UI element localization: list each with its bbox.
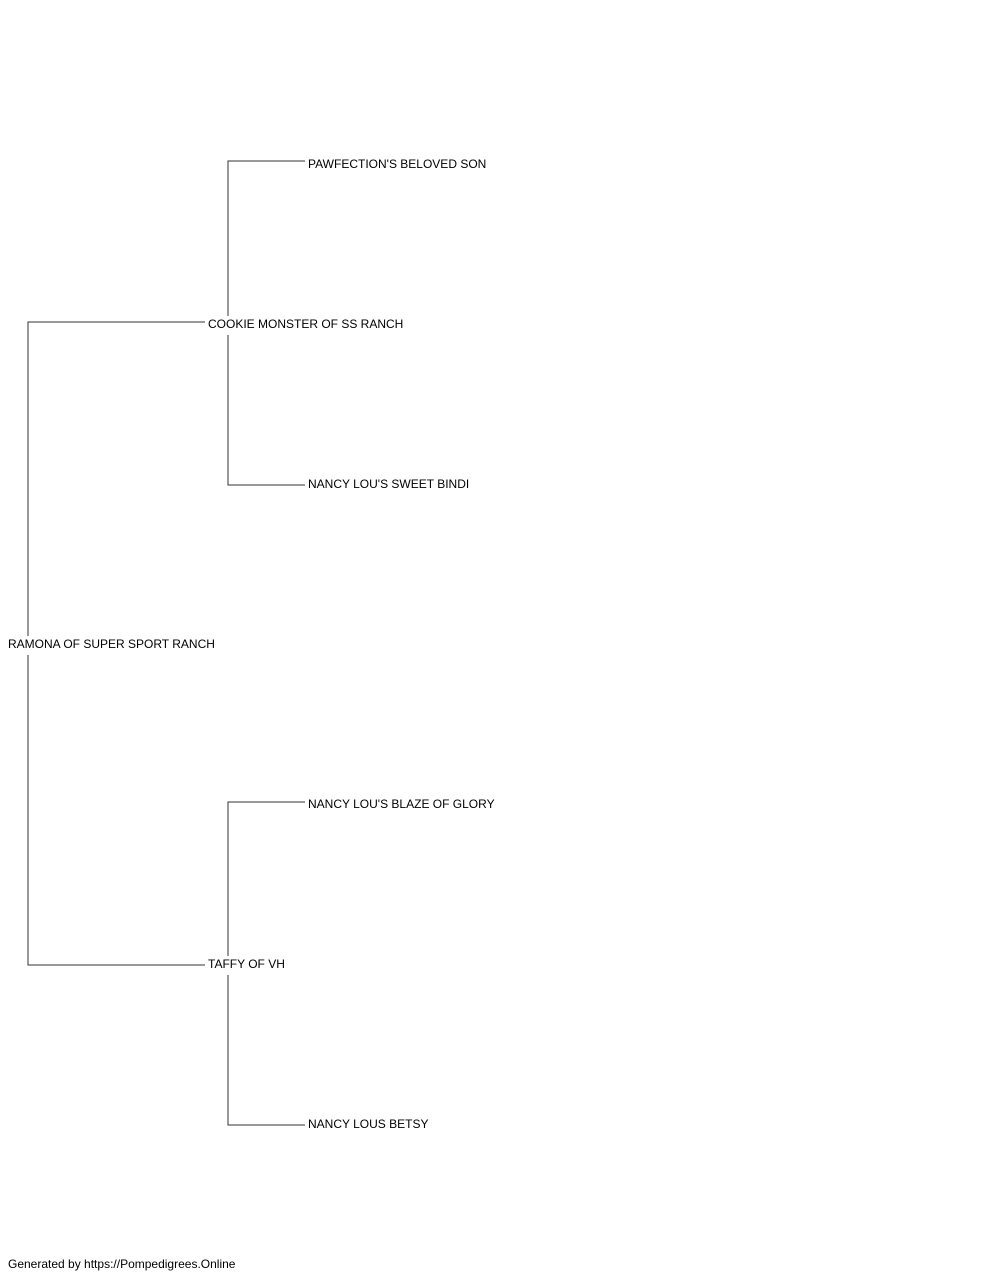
dam-sire-name: NANCY LOU'S BLAZE OF GLORY [308,797,495,811]
generated-by-footer: Generated by https://Pompedigrees.Online [8,1257,236,1271]
connector-sire-sire [227,160,305,316]
connector-dam-sire [227,801,305,956]
connector-subject-dam [27,655,205,966]
subject-name: RAMONA OF SUPER SPORT RANCH [8,637,215,651]
sire-dam-name: NANCY LOU'S SWEET BINDI [308,477,470,491]
sire-sire-name: PAWFECTION'S BELOVED SON [308,157,487,171]
connector-subject-sire [27,321,205,636]
dam-name: TAFFY OF VH [208,957,285,971]
dam-dam-name: NANCY LOUS BETSY [308,1117,429,1131]
connector-sire-dam [227,335,305,486]
sire-name: COOKIE MONSTER OF SS RANCH [208,317,404,331]
connector-dam-dam [227,975,305,1126]
